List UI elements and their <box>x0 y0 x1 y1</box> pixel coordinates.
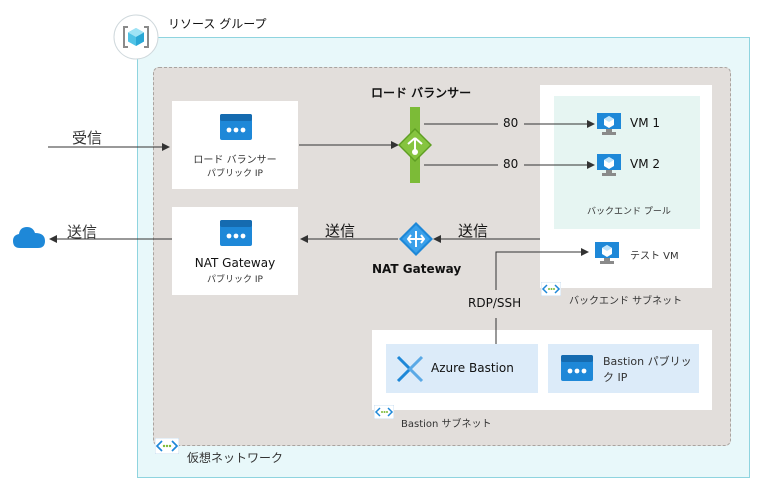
backend-pool-container <box>554 96 700 229</box>
test-vm-icon[interactable] <box>594 240 620 266</box>
vnet-label: 仮想ネットワーク <box>187 451 284 465</box>
lb-public-ip-title: ロード バランサー <box>193 155 277 166</box>
test-vm-label: テスト VM <box>630 251 679 262</box>
resource-group-icon <box>113 14 159 60</box>
load-balancer-label: ロード バランサー <box>371 86 472 100</box>
vm2-icon[interactable] <box>596 152 622 178</box>
backend-subnet-icon <box>540 281 562 297</box>
backend-pool-label: バックエンド プール <box>587 207 671 217</box>
bastion-public-ip-label: Bastion パブリック IP <box>603 355 692 384</box>
nat-outbound-left-label: 送信 <box>325 222 356 240</box>
vnet-icon <box>154 437 180 455</box>
rdp-ssh-label: RDP/SSH <box>468 296 522 310</box>
backend-subnet-label: バックエンド サブネット <box>569 296 683 307</box>
nat-gateway-icon[interactable] <box>398 221 434 257</box>
lb-public-ip-icon <box>220 114 252 140</box>
rdp-ssh-arrow <box>495 248 589 290</box>
nat-outbound-right-label: 送信 <box>458 222 489 240</box>
inbound-label: 受信 <box>72 129 103 147</box>
azure-bastion-label: Azure Bastion <box>431 361 514 375</box>
azure-bastion-icon <box>396 355 424 383</box>
internet-cloud-icon <box>12 224 46 250</box>
lb-public-ip-subtitle: パブリック IP <box>207 169 263 179</box>
outbound-label: 送信 <box>67 223 98 241</box>
nat-public-ip-subtitle: パブリック IP <box>207 275 263 285</box>
bastion-subnet-label: Bastion サブネット <box>401 419 492 430</box>
vm2-port-label: 80 <box>503 157 519 171</box>
vm1-icon[interactable] <box>596 111 622 137</box>
nat-public-ip-icon <box>220 220 252 246</box>
nat-public-ip-title: NAT Gateway <box>194 256 276 270</box>
bastion-public-ip-icon <box>561 355 593 381</box>
bastion-subnet-icon <box>373 404 395 420</box>
vm2-label: VM 2 <box>630 157 661 171</box>
vm1-port-label: 80 <box>503 116 519 130</box>
resource-group-label: リソース グループ <box>168 17 267 31</box>
vm1-label: VM 1 <box>630 116 661 130</box>
load-balancer-icon[interactable] <box>398 107 432 183</box>
nat-gateway-label: NAT Gateway <box>372 262 462 276</box>
